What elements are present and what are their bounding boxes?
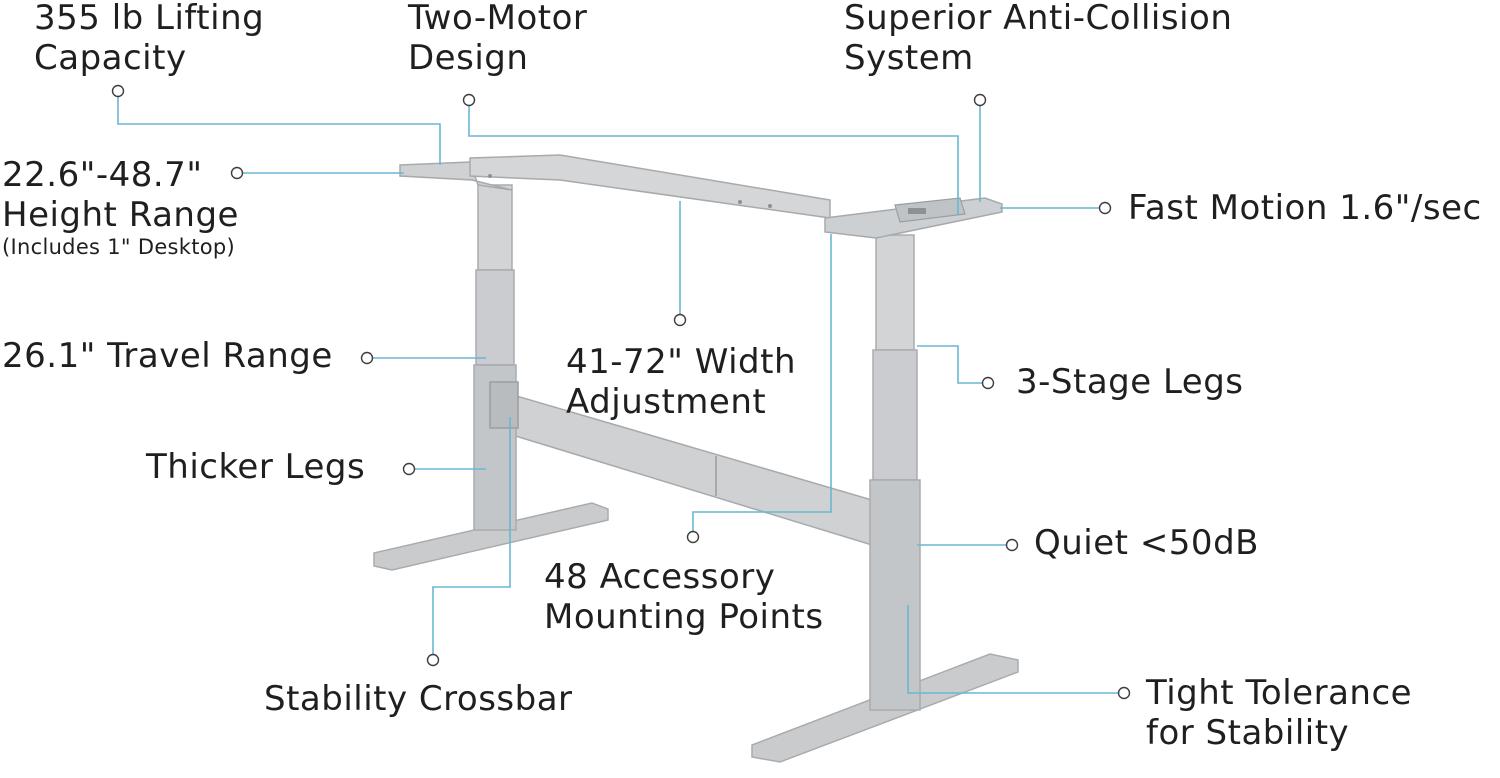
label-tight-tolerance: Tight Tolerance for Stability	[1146, 673, 1412, 753]
top-frame-main-rail	[469, 154, 831, 219]
dot-thicker-legs	[402, 462, 416, 476]
leader-lines	[117, 91, 1124, 694]
label-two-motor: Two-Motor Design	[408, 0, 587, 78]
label-quiet: Quiet <50dB	[1034, 523, 1259, 563]
right-leg-lower	[869, 479, 921, 711]
dot-accessory-points	[686, 530, 700, 544]
label-anti-collision-line1: Superior Anti-Collision	[844, 0, 1233, 38]
label-accessory-points: 48 Accessory Mounting Points	[544, 557, 824, 637]
dot-lifting-capacity	[111, 84, 125, 98]
dot-two-motor	[462, 93, 476, 107]
label-thicker-legs: Thicker Legs	[146, 447, 365, 487]
left-foot	[373, 502, 609, 571]
label-tight-tolerance-line1: Tight Tolerance	[1146, 673, 1413, 713]
dot-fast-motion	[1098, 201, 1112, 215]
label-width-adjustment-line1: 41-72" Width	[566, 342, 797, 382]
label-width-adjustment: 41-72" Width Adjustment	[566, 342, 796, 422]
label-height-range-line2: Height Range	[2, 195, 239, 235]
label-travel-range-line1: 26.1" Travel Range	[2, 336, 333, 376]
dot-width	[673, 313, 687, 327]
left-leg-upper	[477, 184, 513, 271]
label-two-motor-line2: Design	[408, 38, 529, 78]
label-thicker-legs-line1: Thicker Legs	[146, 447, 366, 487]
label-lifting-capacity-line1: 355 lb Lifting	[34, 0, 265, 38]
leader-accessory-points	[692, 234, 832, 537]
right-leg-middle	[872, 349, 918, 481]
label-two-motor-line1: Two-Motor	[408, 0, 588, 38]
dot-height-range	[230, 166, 244, 180]
label-stability-crossbar: Stability Crossbar	[264, 679, 573, 719]
dot-travel-range	[360, 351, 374, 365]
leader-two-motor	[468, 100, 959, 214]
right-leg-upper	[875, 234, 915, 351]
label-accessory-points-line1: 48 Accessory	[544, 557, 776, 597]
leader-stability-crossbar	[432, 417, 511, 660]
leader-three-stage-legs	[917, 345, 988, 384]
desk-frame	[373, 154, 1019, 763]
label-lifting-capacity: 355 lb Lifting Capacity	[34, 0, 264, 78]
label-width-adjustment-line2: Adjustment	[566, 382, 767, 422]
dot-tight-tolerance	[1117, 686, 1131, 700]
label-stability-crossbar-line1: Stability Crossbar	[264, 679, 573, 719]
label-travel-range: 26.1" Travel Range	[2, 336, 333, 376]
label-lifting-capacity-line2: Capacity	[34, 38, 187, 78]
label-height-range: 22.6"-48.7" Height Range (Includes 1" De…	[2, 155, 239, 259]
label-anti-collision-line2: System	[844, 38, 974, 78]
label-height-range-line1: 22.6"-48.7"	[2, 155, 203, 195]
dot-anti-collision	[973, 93, 987, 107]
dot-quiet	[1005, 538, 1019, 552]
label-quiet-line1: Quiet <50dB	[1034, 523, 1259, 563]
label-fast-motion-line1: Fast Motion 1.6"/sec	[1128, 188, 1482, 228]
dot-three-stage-legs	[981, 376, 995, 390]
leader-endpoints	[111, 84, 1131, 700]
leader-lifting-capacity	[117, 91, 441, 165]
dot-stability-crossbar	[426, 653, 440, 667]
left-leg-middle	[475, 269, 515, 366]
label-three-stage-legs: 3-Stage Legs	[1016, 362, 1244, 402]
label-tight-tolerance-line2: for Stability	[1146, 713, 1350, 753]
label-accessory-points-line2: Mounting Points	[544, 597, 824, 637]
label-fast-motion: Fast Motion 1.6"/sec	[1128, 188, 1482, 228]
label-three-stage-legs-line1: 3-Stage Legs	[1016, 362, 1244, 402]
label-height-range-note: (Includes 1" Desktop)	[2, 235, 236, 259]
motor-housing	[894, 197, 966, 223]
label-anti-collision: Superior Anti-Collision System	[844, 0, 1232, 78]
leader-tight-tolerance	[907, 605, 1124, 694]
